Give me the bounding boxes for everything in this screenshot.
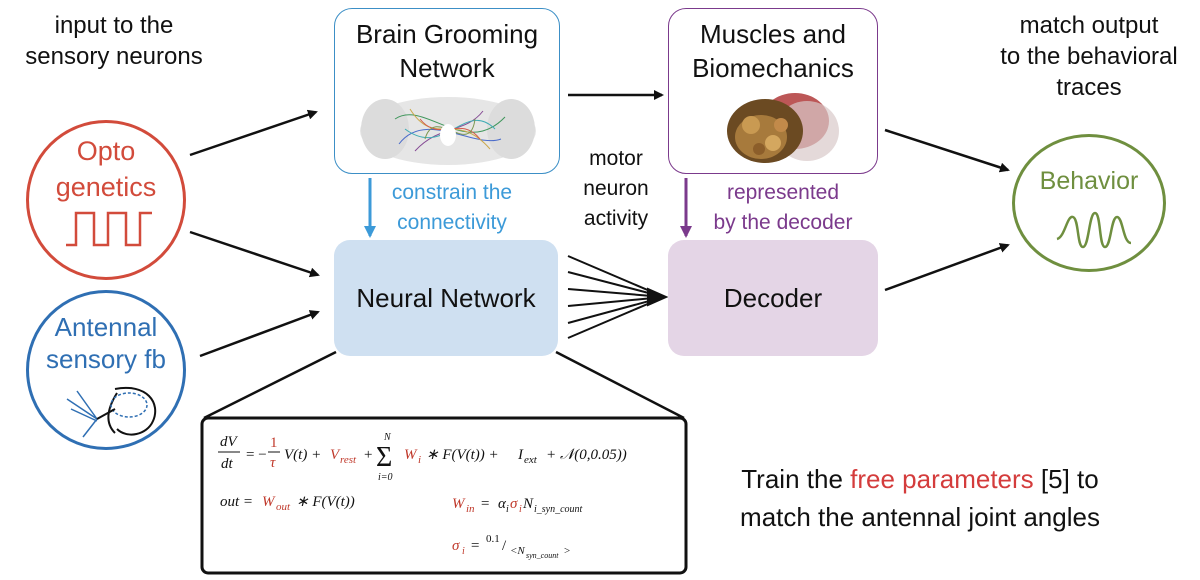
motor-label: motor neuron activity: [568, 144, 664, 234]
svg-text:<N: <N: [510, 545, 525, 557]
output-label-line-2: to the behavioral: [1000, 43, 1178, 70]
train-text-line-1: Train the free parameters [5] to: [690, 460, 1150, 498]
motor-line-2: neuron: [583, 177, 649, 200]
behavior-trace-icon: [1056, 211, 1132, 249]
svg-text:α: α: [498, 496, 507, 512]
svg-text:V(t) +: V(t) +: [284, 447, 321, 463]
svg-text:i: i: [519, 504, 522, 515]
muscle-box-line-2: Biomechanics: [692, 53, 854, 83]
opto-line-1: Opto: [76, 136, 136, 166]
behavior-label: Behavior: [1039, 167, 1139, 195]
svg-text:dt: dt: [221, 456, 234, 472]
svg-text:1: 1: [270, 435, 278, 451]
svg-text:+ 𝒩(0,0.05)): + 𝒩(0,0.05)): [546, 447, 627, 463]
svg-text:=: =: [470, 538, 480, 554]
svg-text:σ: σ: [510, 496, 518, 512]
svg-text:W: W: [452, 496, 466, 512]
svg-text:0.1: 0.1: [486, 533, 500, 545]
svg-text:>: >: [564, 545, 570, 557]
brain-grooming-box: Brain Grooming Network: [334, 8, 560, 174]
square-pulse-icon: [66, 211, 152, 247]
svg-text:Σ: Σ: [376, 442, 392, 473]
arrow-opto-to-nn: [189, 230, 320, 278]
arrow-decoder-to-behavior: [884, 243, 1010, 292]
svg-text:out =: out =: [220, 494, 253, 510]
svg-text:in: in: [466, 503, 475, 515]
svg-text:N: N: [383, 432, 392, 443]
output-label-line-3: traces: [1056, 74, 1122, 101]
train-text-line-2: match the antennal joint angles: [740, 502, 1100, 532]
svg-text:/: /: [502, 538, 507, 554]
behavior-circle: Behavior: [1012, 134, 1166, 272]
decoder-label: Decoder: [723, 282, 823, 313]
neural-network-box: Neural Network: [334, 240, 558, 356]
svg-text:N: N: [522, 496, 534, 512]
antennal-line-1: Antennal: [54, 312, 158, 342]
constrain-label: constrain the connectivity: [372, 178, 532, 238]
optogenetics-circle: Opto genetics: [26, 120, 186, 280]
constrain-line-1: constrain the: [391, 181, 513, 204]
svg-text:rest: rest: [340, 454, 357, 466]
represented-line-2: by the decoder: [713, 211, 853, 234]
svg-text:out: out: [276, 501, 291, 513]
decoder-box: Decoder: [668, 240, 878, 356]
opto-line-2: genetics: [55, 172, 157, 202]
svg-text:i=0: i=0: [378, 472, 393, 483]
equation-frame: [200, 416, 688, 575]
represented-label: represented by the decoder: [690, 178, 876, 238]
svg-text:i_syn_count: i_syn_count: [534, 504, 583, 515]
muscle-box-line-1: Muscles and: [700, 19, 846, 49]
svg-text:W: W: [262, 494, 276, 510]
fly-head-image: [727, 93, 839, 163]
zoom-line-right: [555, 350, 685, 420]
svg-text:ext: ext: [524, 454, 538, 466]
arrow-muscles-to-behavior: [884, 128, 1010, 173]
neural-network-label: Neural Network: [356, 282, 536, 313]
zoom-line-left: [203, 350, 337, 420]
svg-text:syn_count: syn_count: [526, 551, 559, 560]
svg-text:∗ F(V(t)) +: ∗ F(V(t)) +: [426, 447, 499, 463]
free-parameters-highlight: free parameters: [850, 464, 1034, 494]
input-label-line-2: sensory neurons: [25, 43, 203, 70]
train-post: [5] to: [1033, 464, 1099, 494]
motor-line-3: activity: [583, 207, 649, 230]
arrow-opto-to-brain: [189, 109, 318, 157]
output-label: match output to the behavioral traces: [978, 10, 1200, 103]
represented-line-1: represented: [726, 181, 840, 204]
output-label-line-1: match output: [1019, 12, 1159, 39]
brain-box-line-2: Network: [399, 53, 495, 83]
svg-text:W: W: [404, 447, 418, 463]
motor-line-1: motor: [589, 147, 643, 170]
svg-text:=: =: [480, 496, 490, 512]
motor-neuron-fan: [567, 255, 669, 339]
svg-text:dV: dV: [220, 434, 239, 450]
brain-box-line-1: Brain Grooming: [355, 19, 539, 49]
svg-text:+: +: [364, 447, 372, 463]
svg-text:i: i: [506, 504, 509, 515]
svg-text:i: i: [418, 454, 421, 466]
antennal-circle: Antennal sensory fb: [26, 290, 186, 450]
svg-text:I: I: [517, 447, 524, 463]
svg-text:σ: σ: [452, 538, 460, 554]
muscles-box: Muscles and Biomechanics: [668, 8, 878, 174]
constrain-line-2: connectivity: [397, 211, 507, 234]
svg-text:∗ F(V(t)): ∗ F(V(t)): [296, 494, 355, 510]
brain-connectome-image: [360, 97, 536, 165]
equations-image: dV dt = − 1 τ V(t) + V rest + N Σ i=0 W …: [218, 432, 627, 560]
train-text: Train the free parameters [5] to match t…: [690, 460, 1150, 536]
svg-text:τ: τ: [270, 455, 276, 471]
antennal-line-2: sensory fb: [46, 344, 166, 374]
input-label-line-1: input to the: [54, 12, 174, 39]
svg-text:i: i: [462, 546, 465, 557]
arrow-antennal-to-nn: [199, 310, 320, 358]
fly-antenna-sketch: [66, 386, 157, 438]
input-label: input to the sensory neurons: [0, 10, 228, 72]
train-pre: Train the: [741, 464, 851, 494]
svg-text:V: V: [330, 447, 341, 463]
svg-text:= −: = −: [246, 447, 267, 463]
